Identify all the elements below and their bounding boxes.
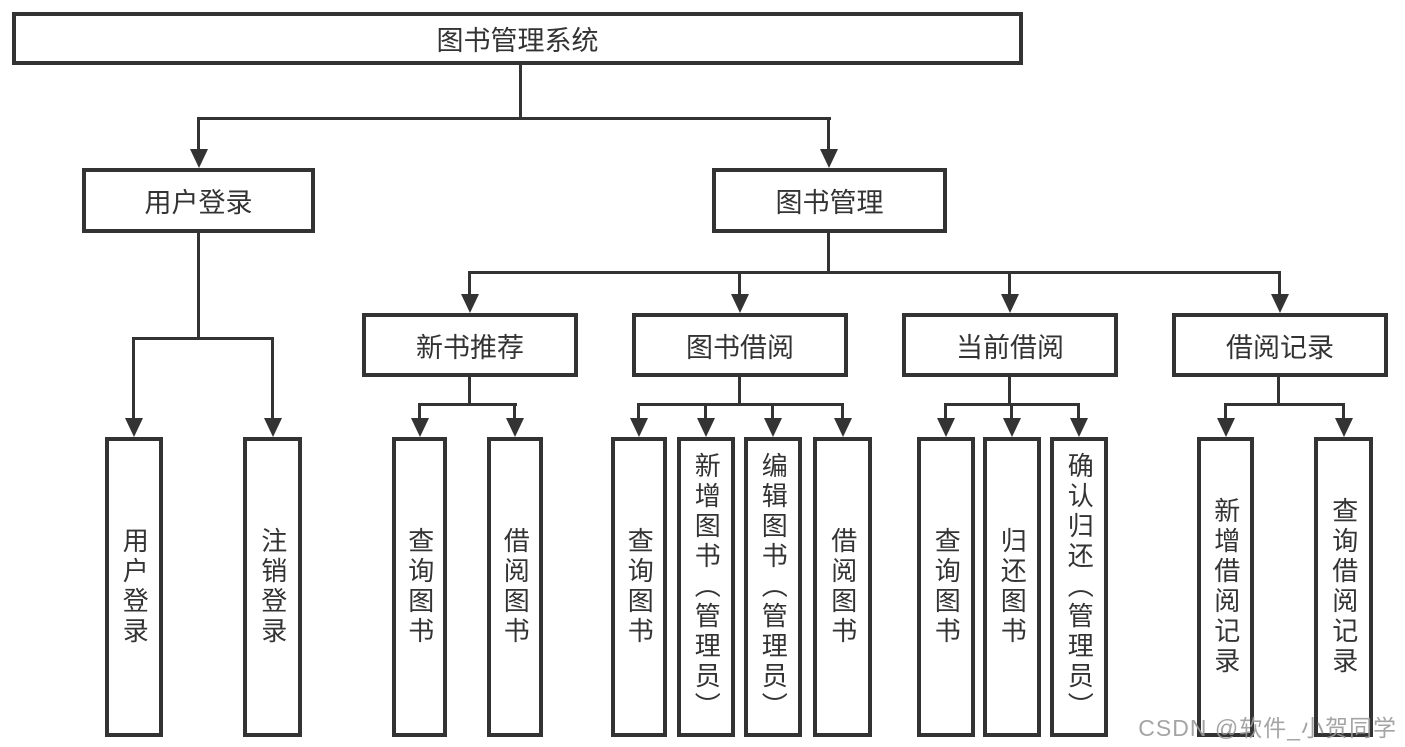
connector-records-stem (1277, 376, 1280, 406)
node-book-management: 图书管理 (712, 168, 947, 233)
arrow-down-icon (1334, 403, 1353, 437)
leaf-logout: 注销登录 (243, 437, 302, 737)
node-label: 确认归还（管理员） (1064, 452, 1095, 722)
leaf-add-borrow-record: 新增借阅记录 (1197, 437, 1254, 737)
arrow-down-icon (696, 403, 715, 437)
arrow-down-icon (763, 403, 782, 437)
arrow-down-icon (936, 403, 955, 437)
leaf-query-books-borrowing: 查询图书 (611, 437, 667, 737)
arrow-down-icon (189, 117, 208, 168)
leaf-confirm-return-admin: 确认归还（管理员） (1050, 437, 1108, 737)
node-user-login: 用户登录 (82, 168, 315, 233)
arrow-down-icon (410, 403, 429, 437)
arrow-down-icon (1216, 403, 1235, 437)
arrow-down-icon (1069, 403, 1088, 437)
leaf-user-login: 用户登录 (105, 437, 163, 737)
arrow-down-icon (505, 403, 524, 437)
node-label: 编辑图书（管理员） (758, 452, 789, 722)
node-label: 借阅图书 (500, 527, 531, 647)
node-label: 查询借阅记录 (1328, 497, 1359, 677)
connector-root-branch (197, 117, 831, 120)
arrow-down-icon (124, 337, 143, 437)
node-label: 图书管理 (775, 188, 884, 218)
leaf-edit-book-admin: 编辑图书（管理员） (744, 437, 802, 737)
node-label: 查询图书 (404, 527, 435, 647)
node-label: 当前借阅 (956, 332, 1064, 363)
csdn-watermark: CSDN @软件_小贺同学 (1138, 715, 1397, 741)
connector-mgmt-branch (468, 271, 1281, 274)
connector-recommend-stem (468, 376, 471, 406)
leaf-query-books-recommend: 查询图书 (392, 437, 447, 737)
connector-borrowing-branch (637, 403, 843, 406)
connector-records-branch (1224, 403, 1345, 406)
node-label: 新增借阅记录 (1210, 497, 1241, 677)
node-label: 用户登录 (119, 527, 150, 647)
node-new-book-recommendation: 新书推荐 (362, 313, 578, 377)
node-label: 图书管理系统 (436, 26, 599, 56)
node-label: 新书推荐 (416, 332, 524, 363)
node-label: 归还图书 (997, 527, 1028, 647)
connector-recommend-branch (418, 403, 517, 406)
node-label: 图书借阅 (686, 332, 794, 363)
connector-root-stem (519, 64, 522, 120)
arrow-down-icon (1270, 271, 1289, 313)
leaf-borrow-books-recommend: 借阅图书 (487, 437, 543, 737)
arrow-down-icon (730, 271, 749, 313)
leaf-return-books: 归还图书 (983, 437, 1041, 737)
arrow-down-icon (629, 403, 648, 437)
node-label: 用户登录 (144, 188, 253, 218)
node-label: 新增图书（管理员） (691, 452, 722, 722)
connector-current-stem (1008, 376, 1011, 406)
node-borrowing-records: 借阅记录 (1172, 313, 1388, 377)
arrow-down-icon (460, 271, 479, 313)
arrow-down-icon (1002, 403, 1021, 437)
node-current-borrowing: 当前借阅 (902, 313, 1118, 377)
leaf-add-book-admin: 新增图书（管理员） (677, 437, 735, 737)
node-label: 查询图书 (931, 527, 962, 647)
node-label: 借阅记录 (1226, 332, 1334, 363)
arrow-down-icon (1000, 271, 1019, 313)
connector-login-branch (132, 337, 274, 340)
connector-borrowing-stem (738, 376, 741, 406)
connector-mgmt-stem (827, 232, 830, 274)
node-library-management-system: 图书管理系统 (12, 12, 1023, 65)
node-label: 查询图书 (624, 527, 655, 647)
leaf-query-borrow-record: 查询借阅记录 (1314, 437, 1373, 737)
arrow-down-icon (263, 337, 282, 437)
node-book-borrowing: 图书借阅 (632, 313, 848, 377)
arrow-down-icon (819, 117, 838, 168)
node-label: 借阅图书 (827, 527, 858, 647)
connector-login-stem (197, 232, 200, 340)
arrow-down-icon (833, 403, 852, 437)
leaf-query-books-current: 查询图书 (917, 437, 975, 737)
leaf-borrow-books-borrowing: 借阅图书 (813, 437, 872, 737)
node-label: 注销登录 (257, 527, 288, 647)
